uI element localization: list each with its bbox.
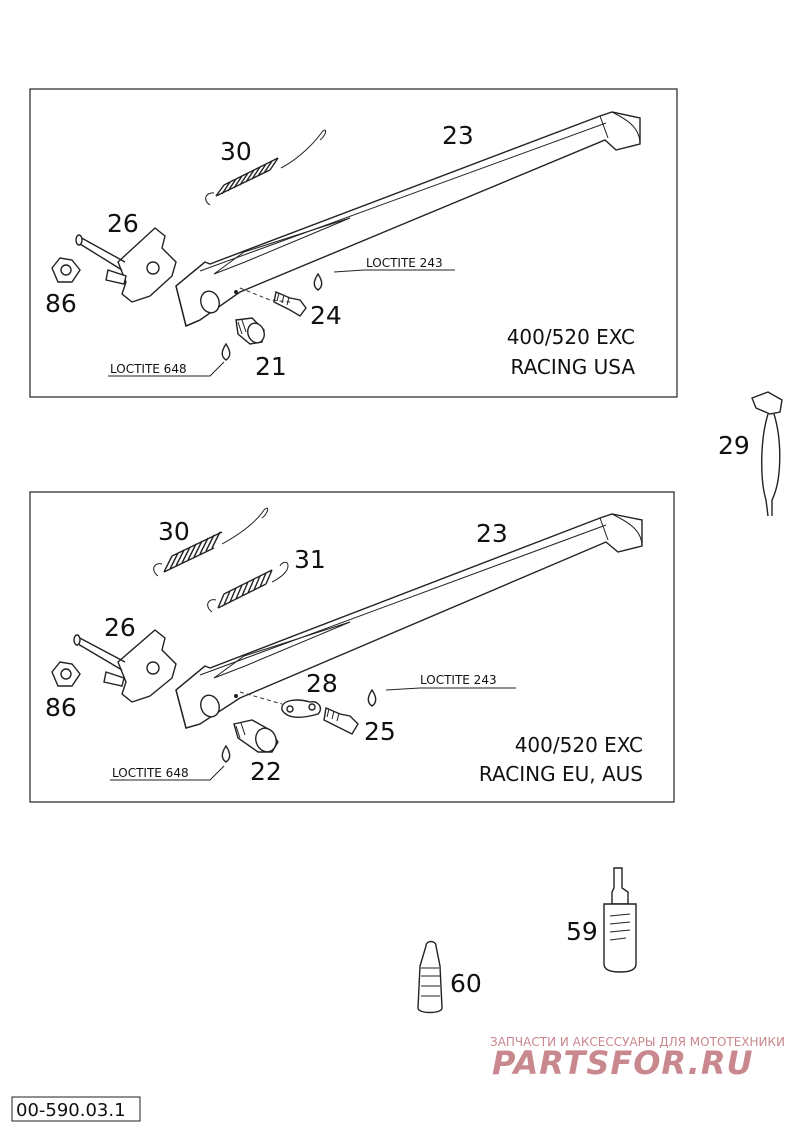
model-caption-line2: RACING USA — [511, 355, 636, 379]
bolt-part-22 — [221, 719, 279, 763]
tool-part-29: 29 — [718, 391, 783, 517]
callout-bracket-26: 26 — [104, 613, 136, 642]
callout-bracket-26: 26 — [107, 209, 139, 238]
callout-spring-31: 31 — [294, 545, 326, 574]
callout-tube-60: 60 — [450, 969, 482, 998]
panel-racing-usa: 30 23 26 86 24 21 LOCTITE 243 LOCTITE 64… — [29, 88, 678, 398]
spring-part-31 — [207, 561, 289, 613]
bolt-part-21 — [221, 317, 265, 361]
nut-part-86 — [51, 257, 81, 283]
document-id: 00-590.03.1 — [11, 1096, 141, 1122]
bracket-part-26 — [75, 227, 177, 303]
callout-bolt-21: 21 — [255, 352, 287, 381]
side-stand-part-23 — [175, 513, 643, 729]
callout-nut-86: 86 — [45, 693, 77, 722]
loctite-648-label: LOCTITE 648 — [112, 766, 189, 780]
document-id-text: 00-590.03.1 — [16, 1100, 126, 1121]
side-stand-part-23 — [175, 111, 641, 327]
loctite-648-label: LOCTITE 648 — [110, 362, 187, 376]
model-caption-line2: RACING EU, AUS — [479, 762, 643, 786]
callout-screw-25: 25 — [364, 717, 396, 746]
model-caption-line1: 400/520 EXC — [515, 733, 643, 757]
tube-part-60: 60 — [417, 940, 482, 1014]
screw-part-25 — [323, 688, 377, 735]
callout-plate-28: 28 — [306, 669, 338, 698]
spring-part-30 — [153, 507, 269, 577]
callout-tool-29: 29 — [718, 431, 750, 460]
spring-part-30 — [205, 129, 327, 206]
callout-bottle-59: 59 — [566, 917, 598, 946]
callout-stand-23: 23 — [442, 121, 474, 150]
callout-bolt-22: 22 — [250, 757, 282, 786]
panel-frame — [29, 491, 675, 803]
bracket-part-26 — [73, 629, 177, 703]
nut-part-86 — [51, 661, 81, 687]
bottle-part-59: 59 — [566, 867, 637, 973]
model-caption-line1: 400/520 EXC — [507, 325, 635, 349]
panel-frame — [29, 88, 678, 398]
watermark-tagline: ЗАПЧАСТИ И АКСЕССУАРЫ ДЛЯ МОТОТЕХНИКИ — [490, 1035, 785, 1049]
watermark: ЗАПЧАСТИ И АКСЕССУАРЫ ДЛЯ МОТОТЕХНИКИ PA… — [490, 1035, 785, 1082]
callout-screw-24: 24 — [310, 301, 342, 330]
callout-spring-30: 30 — [158, 517, 190, 546]
loctite-243-label: LOCTITE 243 — [366, 256, 443, 270]
callout-stand-23: 23 — [476, 519, 508, 548]
panel-racing-eu-aus: 30 31 23 26 86 28 25 22 LOCTITE 243 LOCT… — [29, 491, 675, 803]
callout-spring-30: 30 — [220, 137, 252, 166]
screw-part-24 — [239, 272, 323, 317]
watermark-logo-text: PARTSFOR.RU — [492, 1044, 753, 1082]
plate-part-28 — [239, 691, 322, 718]
document-id-box — [11, 1096, 141, 1122]
callout-nut-86: 86 — [45, 289, 77, 318]
loctite-243-label: LOCTITE 243 — [420, 673, 497, 687]
